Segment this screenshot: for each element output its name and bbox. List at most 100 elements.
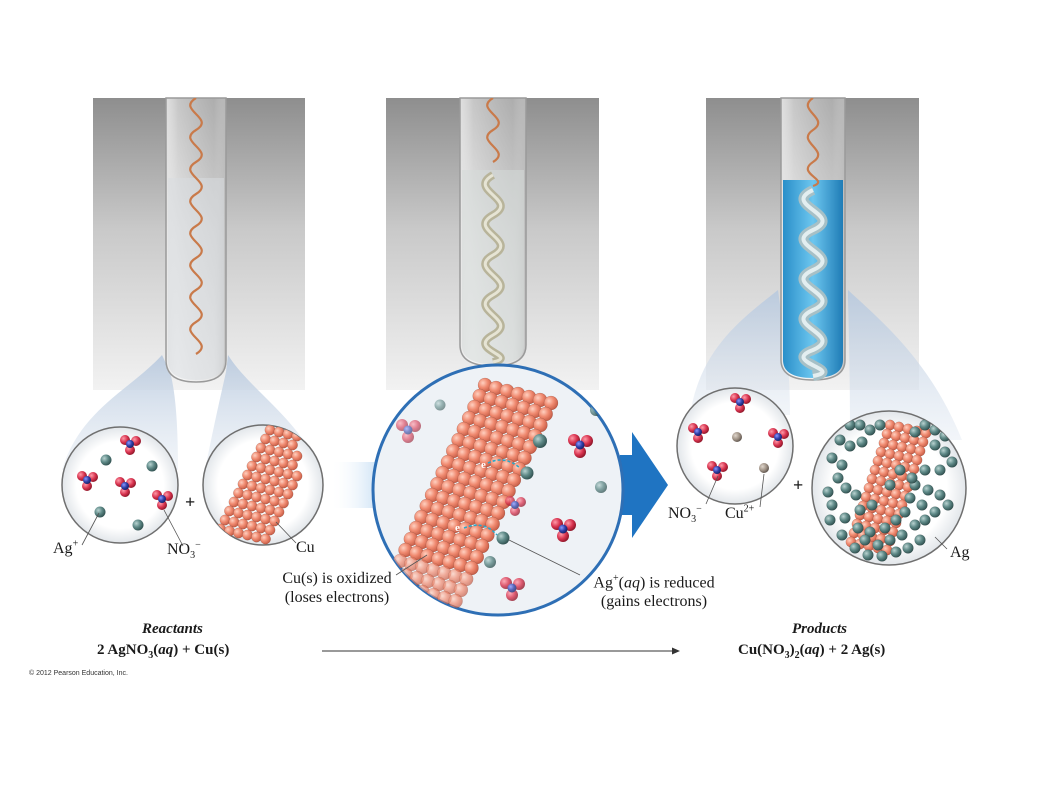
lattice-atom — [421, 598, 436, 614]
reactants-equation: 2 AgNO3(aq) + Cu(s) — [97, 642, 230, 661]
caption-oxidized: Cu(s) is oxidized (loses electrons) — [282, 570, 392, 606]
lattice-atom — [246, 460, 258, 472]
lattice-atom — [946, 456, 958, 468]
test-tube-middle — [459, 97, 527, 367]
lattice-atom — [282, 488, 294, 500]
circle-reactant-ions — [61, 426, 179, 544]
lattice-atom — [832, 472, 844, 484]
lattice-atom — [233, 507, 244, 519]
lattice-atom — [834, 434, 846, 446]
lattice-atom — [219, 514, 231, 526]
lattice-atom — [291, 470, 303, 482]
lattice-atom — [251, 471, 262, 483]
lattice-atom — [242, 489, 253, 501]
lattice-atom — [929, 439, 941, 451]
lattice-atom — [902, 542, 914, 554]
lattice-atom — [269, 455, 280, 467]
lattice-atom — [849, 542, 861, 554]
lattice-atom — [909, 519, 921, 531]
lattice-atom — [237, 518, 249, 530]
lattice-atom — [884, 534, 896, 546]
lattice-atom — [278, 437, 289, 449]
test-tube-left — [165, 97, 227, 383]
lattice-atom — [255, 502, 267, 514]
label-cu: Cu — [296, 539, 315, 556]
lattice-atom — [844, 440, 856, 452]
lattice-atom — [246, 480, 258, 492]
products-equation: Cu(NO3)2(aq) + 2 Ag(s) — [738, 642, 886, 661]
lattice-atom — [260, 533, 271, 545]
lattice-atom — [242, 509, 253, 521]
lattice-atom — [864, 526, 876, 538]
lattice-atom — [228, 496, 240, 508]
label-nitrate-left: NO3− — [167, 539, 201, 562]
label-nitrate-right: NO3− — [668, 503, 702, 526]
lattice-atom — [899, 506, 911, 518]
plus-sign-right: + — [793, 475, 804, 495]
blue-arrow — [620, 432, 668, 538]
lattice-atom — [942, 499, 954, 511]
lattice-atom — [282, 468, 294, 480]
lattice-atom — [840, 482, 852, 494]
lattice-atom — [278, 457, 289, 469]
lattice-atom — [852, 522, 864, 534]
lattice-atom — [264, 524, 276, 536]
lattice-atom — [824, 514, 836, 526]
lattice-atom — [237, 498, 249, 510]
lattice-atom — [224, 505, 235, 517]
electron-label-2: e — [455, 522, 460, 534]
lattice-atom — [919, 514, 931, 526]
lattice-atom — [264, 504, 276, 516]
lattice-atom — [233, 527, 244, 539]
label-ag-ion: Ag+ — [53, 538, 79, 557]
lattice-atom — [884, 479, 896, 491]
lattice-atom — [934, 489, 946, 501]
lattice-atom — [906, 472, 918, 484]
lattice-atom — [246, 520, 258, 532]
lattice-atom — [273, 426, 285, 438]
lattice-atom — [836, 529, 848, 541]
test-tube-right — [780, 97, 846, 381]
lattice-atom — [859, 534, 871, 546]
lattice-atom — [237, 478, 249, 490]
equation-arrow — [322, 647, 680, 655]
lattice-atom — [278, 477, 289, 489]
lattice-atom — [291, 450, 303, 462]
lattice-atom — [264, 425, 276, 436]
lattice-atom — [251, 511, 262, 523]
lattice-atom — [822, 486, 834, 498]
lattice-atom — [273, 486, 285, 498]
lattice-atom — [916, 499, 928, 511]
caption-reduced: Ag+(aq) is reduced (gains electrons) — [593, 573, 715, 611]
lattice-atom — [255, 462, 267, 474]
label-ag-metal: Ag — [950, 544, 970, 561]
lattice-atom — [269, 435, 280, 447]
lattice-atom — [874, 419, 886, 431]
lattice-atom — [273, 466, 285, 478]
label-cu-ion: Cu2+ — [725, 503, 755, 522]
circle-silver-deposit — [811, 410, 967, 566]
copyright-notice: © 2012 Pearson Education, Inc. — [29, 670, 128, 677]
lattice-atom — [929, 506, 941, 518]
leader-lines — [81, 473, 948, 576]
lattice-atom — [919, 464, 931, 476]
lattice-atom — [939, 446, 951, 458]
lattice-atom — [922, 484, 934, 496]
lattice-atom — [287, 479, 298, 491]
products-heading: Products — [792, 621, 848, 637]
electron-label-1: e — [481, 459, 486, 471]
lattice-atom — [856, 436, 868, 448]
lattice-atom — [215, 523, 226, 535]
lattice-atom — [862, 549, 874, 561]
lattice-atom — [836, 459, 848, 471]
lattice-atom — [273, 506, 285, 518]
lattice-atom — [260, 513, 271, 525]
lattice-atom — [255, 522, 267, 534]
lattice-atom — [866, 499, 878, 511]
lattice-atom — [287, 459, 298, 471]
lattice-atom — [242, 529, 253, 541]
lattice-atom — [251, 531, 262, 543]
lattice-atom — [228, 516, 240, 528]
